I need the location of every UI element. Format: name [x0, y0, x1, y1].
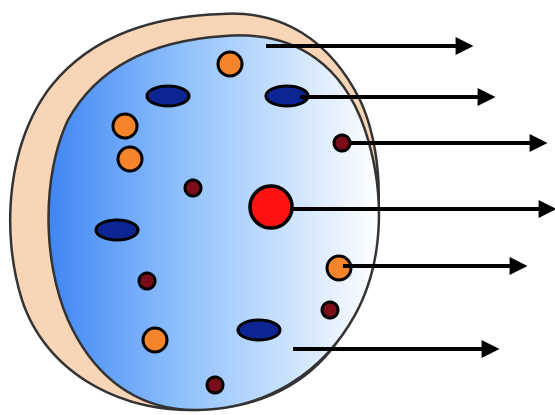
dark-organelle [137, 271, 157, 291]
orange-organelles [111, 50, 353, 354]
orange-organelle [111, 112, 139, 140]
label-arrows [266, 37, 555, 358]
nucleus [248, 184, 294, 230]
oval-organelle [236, 318, 282, 342]
orange-organelle [141, 326, 169, 354]
dark-organelle [183, 178, 203, 198]
orange-organelle [216, 50, 244, 78]
dark-organelle [320, 300, 340, 320]
orange-organelle [116, 145, 144, 173]
oval-organelle [94, 218, 140, 242]
dark-organelle [205, 375, 225, 395]
oval-organelles [94, 84, 310, 342]
dark-organelles [137, 133, 352, 395]
dark-organelle [332, 133, 352, 153]
oval-organelle [145, 84, 191, 108]
